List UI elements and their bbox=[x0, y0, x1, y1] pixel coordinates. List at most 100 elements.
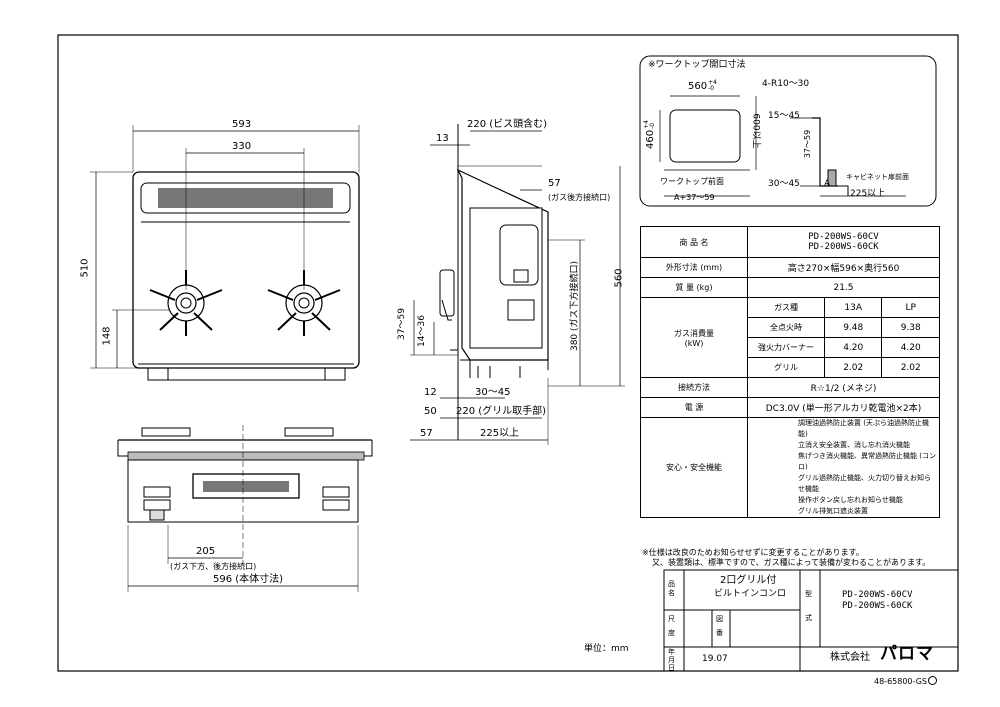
dim-12: 12 bbox=[424, 387, 437, 398]
gas-row-value: 2.02 bbox=[823, 357, 883, 378]
spec-label: 電 源 bbox=[640, 397, 748, 418]
tb-label-date: 年月日 bbox=[668, 648, 675, 672]
gas-row-value: 4.20 bbox=[823, 337, 883, 358]
tb-product-name-2: ビルトインコンロ bbox=[714, 589, 787, 599]
tb-company: 株式会社 bbox=[830, 652, 870, 663]
gas-row-label: 全点火時 bbox=[747, 317, 825, 338]
front-elevation bbox=[117, 425, 373, 592]
tol-plus: +4 bbox=[708, 79, 717, 86]
dim-width-593: 593 bbox=[232, 119, 252, 130]
side-view bbox=[410, 124, 625, 445]
spec-label: 質 量 (kg) bbox=[640, 277, 748, 298]
worktop-dim-37-59: 37～59 bbox=[803, 129, 813, 159]
worktop-dim-15-45: 15～45 bbox=[768, 111, 800, 121]
tb-units: 単位：mm bbox=[584, 644, 629, 654]
drawing-number-text: 48-65800-GS bbox=[874, 677, 927, 686]
dim-57: 57 bbox=[548, 178, 561, 189]
tb-label-drawing-no: 図番 bbox=[716, 615, 723, 637]
worktop-560-value: 560 bbox=[688, 81, 708, 92]
dim-depth-510: 510 bbox=[79, 258, 91, 278]
tb-product-name-1: 2口グリル付 bbox=[720, 575, 777, 586]
spec-row-power: 電 源 DC3.0V (単一形アルカリ乾電池×2本) bbox=[640, 397, 940, 418]
worktop-dim-a-plus: A+37～59 bbox=[674, 193, 715, 202]
safety-item: グリル排気口遮炎装置 bbox=[798, 507, 868, 515]
tol-zero: -0 bbox=[708, 85, 715, 92]
worktop-dim-560: 560+4-0 bbox=[688, 80, 717, 93]
spec-gas-label: ガス消費量 (kW) bbox=[640, 297, 748, 378]
dim-380: 380 (ガス下方接続口) bbox=[570, 260, 581, 352]
worktop-560-tol: +4-0 bbox=[708, 80, 717, 92]
title-block bbox=[663, 569, 959, 672]
worktop-label-front: ワークトップ前面 bbox=[660, 177, 724, 186]
spec-safety-list: 調理油過熱防止装置 (天ぷら油過熱防止機能) 立消え安全装置、消し忘れ消火機能 … bbox=[747, 417, 940, 518]
safety-item: 操作ボタン戻し忘れお知らせ機能 bbox=[798, 496, 903, 504]
worktop-label-a: A bbox=[824, 179, 831, 189]
dim-37-59: 37～59 bbox=[396, 308, 407, 340]
brand-logo: パロマ bbox=[880, 644, 934, 664]
dim-burner-spacing: 330 bbox=[232, 141, 252, 152]
safety-item: グリル過熱防止機能、火力切り替えお知らせ機能 bbox=[798, 474, 931, 493]
spec-label: 商 品 名 bbox=[640, 226, 748, 258]
worktop-dim-460: 460+4-0 bbox=[643, 120, 657, 149]
spec-row-connection: 接続方法 R☆1/2 (メネジ) bbox=[640, 377, 940, 398]
safety-item: 焦げつき消火機能、異常過熱防止機能 (コンロ) bbox=[798, 452, 936, 471]
spec-row-safety: 安心・安全機能 調理油過熱防止装置 (天ぷら油過熱防止機能) 立消え安全装置、消… bbox=[640, 417, 940, 518]
label-gas-rear: (ガス後方接続口) bbox=[548, 193, 611, 202]
spec-row-product: 商 品 名 PD-200WS-60CV PD-200WS-60CK bbox=[640, 226, 940, 258]
drawing-frame bbox=[57, 34, 959, 672]
dim-57b: 57 bbox=[420, 428, 433, 439]
front-view bbox=[90, 125, 360, 381]
dim-13: 13 bbox=[436, 133, 449, 144]
spec-row-size: 外形寸法 (mm) 高さ270×幅596×奥行560 bbox=[640, 257, 940, 278]
spec-table: 商 品 名 PD-200WS-60CV PD-200WS-60CK 外形寸法 (… bbox=[640, 226, 940, 518]
dim-596: 596 (本体寸法) bbox=[213, 574, 284, 585]
worktop-dim-30-45: 30～45 bbox=[768, 179, 800, 189]
worktop-dim-radius: 4-R10～30 bbox=[762, 79, 810, 89]
worktop-title: ※ワークトップ開口寸法 bbox=[648, 60, 746, 70]
dim-220-handle: 220 (グリル取手部) bbox=[456, 406, 547, 417]
gas-row-value: 2.02 bbox=[881, 357, 940, 378]
worktop-dim-225: 225以上 bbox=[850, 189, 886, 199]
gas-header: LP bbox=[881, 297, 940, 318]
tol-zero-2: -0 bbox=[648, 122, 656, 129]
spec-value: R☆1/2 (メネジ) bbox=[747, 377, 940, 398]
spec-value: PD-200WS-60CV PD-200WS-60CK bbox=[747, 226, 940, 258]
spec-label: 接続方法 bbox=[640, 377, 748, 398]
dim-30-45: 30～45 bbox=[475, 387, 511, 398]
spec-label: 安心・安全機能 bbox=[640, 417, 748, 518]
label-gas-bottom-rear: (ガス下方、後方接続口) bbox=[170, 562, 257, 571]
spec-value: 21.5 bbox=[747, 277, 940, 298]
tb-model-2: PD-200WS-60CK bbox=[842, 601, 913, 611]
spec-row-gas-all: 全点火時 9.48 9.38 bbox=[641, 317, 940, 338]
dim-14-36: 14～36 bbox=[416, 315, 427, 347]
note-line-2: 又、装置類は、標準ですので、ガス種によって装備が変わることがあります。 bbox=[652, 558, 931, 567]
spec-value: DC3.0V (単一形アルカリ乾電池×2本) bbox=[747, 397, 940, 418]
drawing-number: 48-65800-GS bbox=[874, 676, 937, 688]
dim-screw-head: 220 (ビス頭含む) bbox=[467, 119, 548, 130]
spec-row-gas-header: ガス消費量 (kW) ガス種 13A LP bbox=[640, 297, 940, 378]
gas-row-label: 強火力バーナー bbox=[747, 337, 825, 358]
tb-model-1: PD-200WS-60CV bbox=[842, 590, 913, 600]
spec-row-gas-strong: 強火力バーナー 4.20 4.20 bbox=[641, 337, 940, 358]
worktop-460-tol: +4-0 bbox=[643, 120, 656, 129]
revision-mark-icon bbox=[927, 676, 937, 685]
spec-label: 外形寸法 (mm) bbox=[640, 257, 748, 278]
note-line-1: ※仕様は改良のためお知らせせずに変更することがあります。 bbox=[642, 548, 864, 557]
safety-item: 立消え安全装置、消し忘れ消火機能 bbox=[798, 441, 910, 449]
tb-date: 19.07 bbox=[702, 654, 728, 664]
tb-label-model: 型式 bbox=[805, 590, 812, 622]
gas-row-value: 4.20 bbox=[881, 337, 940, 358]
gas-row-value: 9.38 bbox=[881, 317, 940, 338]
tb-label-scale: 尺度 bbox=[668, 615, 675, 637]
dim-225: 225以上 bbox=[480, 428, 520, 439]
dim-205: 205 bbox=[196, 546, 216, 557]
tb-label-product: 品名 bbox=[668, 580, 675, 597]
worktop-inset bbox=[639, 55, 937, 207]
safety-item: 調理油過熱防止装置 (天ぷら油過熱防止機能) bbox=[798, 419, 929, 438]
spec-value: 高さ270×幅596×奥行560 bbox=[747, 257, 940, 278]
dim-50: 50 bbox=[424, 406, 437, 417]
dim-560: 560 bbox=[613, 268, 625, 288]
worktop-label-cabinet: キャビネット扉前面 bbox=[846, 173, 909, 181]
worktop-460-value: 460 bbox=[644, 129, 656, 149]
